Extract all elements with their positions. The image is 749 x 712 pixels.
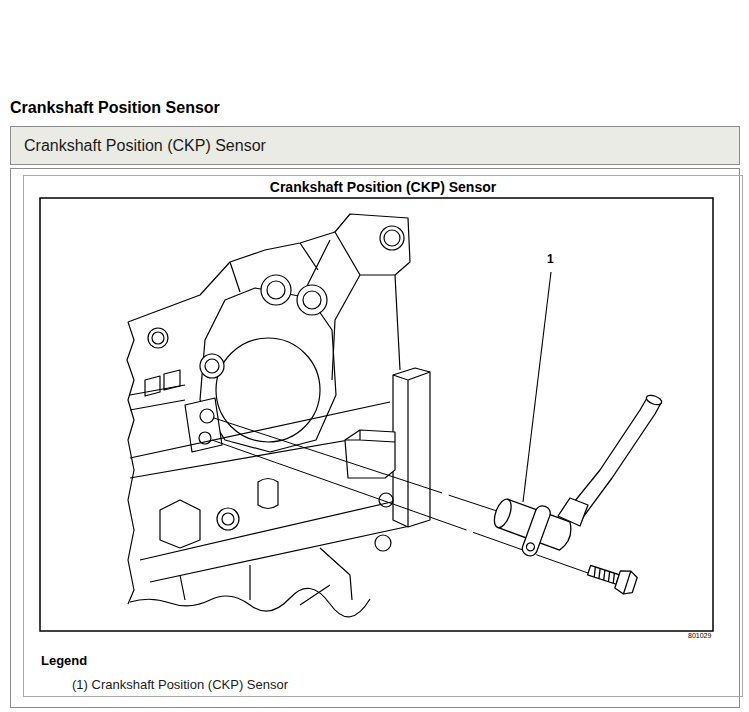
- block-bracket: [335, 214, 410, 275]
- bolt-head-edge: [623, 571, 630, 594]
- block-pad: [345, 430, 395, 478]
- alignment-line: [212, 440, 588, 573]
- figure-frame: Crankshaft Position (CKP) Sensor: [23, 175, 743, 697]
- section-header-box: Crankshaft Position (CKP) Sensor: [10, 126, 740, 165]
- sensor-connector: [558, 498, 588, 526]
- sensor-flange: [520, 504, 552, 558]
- boss: [297, 285, 327, 315]
- boss-hole: [222, 513, 234, 525]
- callout-number: 1: [547, 252, 554, 266]
- page-heading: Crankshaft Position Sensor: [10, 99, 220, 117]
- box-text: Crankshaft Position (CKP) Sensor: [11, 137, 266, 155]
- block-pillar: [393, 368, 430, 527]
- boss-hole: [267, 281, 285, 299]
- block-edge: [128, 232, 335, 322]
- boss: [217, 508, 239, 530]
- bore-circle: [216, 338, 320, 442]
- ckp-sensor: [486, 394, 663, 597]
- block-edge: [130, 385, 185, 410]
- legend-heading: Legend: [41, 653, 87, 668]
- alignment-lines: [212, 418, 588, 573]
- block-stud: [258, 479, 278, 509]
- bracket-hole: [380, 226, 404, 250]
- boss-hole: [205, 359, 219, 373]
- block-tab: [145, 370, 180, 396]
- boss: [148, 328, 168, 348]
- box-text: Crankshaft Position (CKP) Sensor: [24, 179, 742, 195]
- break-line: [130, 588, 370, 617]
- mount-hole: [200, 409, 214, 423]
- bolt-hole: [375, 535, 391, 551]
- alignment-line: [214, 418, 500, 512]
- bracket-hole: [384, 230, 400, 246]
- boss: [261, 275, 291, 305]
- figure-number: 801029: [688, 632, 711, 639]
- bolt-thread: [592, 567, 616, 583]
- block-rib: [180, 548, 352, 605]
- block-pad-edge: [345, 430, 395, 442]
- block-pillar-edge: [393, 372, 430, 527]
- block-rail: [130, 402, 410, 582]
- legend-row: (1) Crankshaft Position (CKP) Sensor: [72, 677, 288, 692]
- sensor-tip: [491, 497, 514, 530]
- leader-line: [523, 272, 551, 502]
- break-line: [127, 322, 134, 604]
- bolt-head: [614, 568, 639, 596]
- block-rib: [230, 240, 400, 380]
- outer-frame: [11, 169, 740, 708]
- legend-text: (1) Crankshaft Position (CKP) Sensor: [72, 677, 288, 692]
- wire-end: [645, 394, 663, 407]
- drawing-frame: [40, 198, 713, 631]
- boss-hole: [303, 291, 321, 309]
- sensor-mount-pad: [185, 398, 222, 452]
- bolt-shank: [588, 565, 620, 584]
- boss: [200, 354, 224, 378]
- flange-hole: [525, 542, 535, 552]
- boss-hole: [152, 332, 164, 344]
- block-boss: [160, 500, 200, 548]
- engine-block: [127, 214, 430, 617]
